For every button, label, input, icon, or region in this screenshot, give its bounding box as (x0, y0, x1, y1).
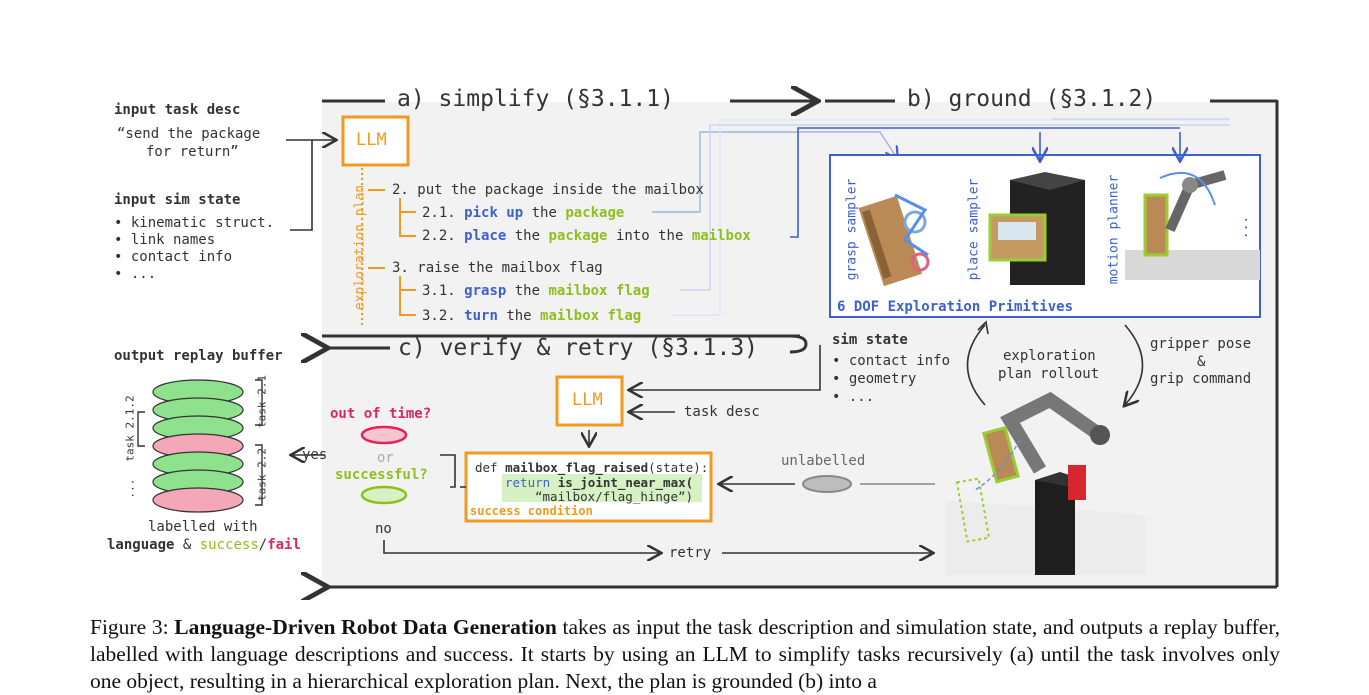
unlabelled-label: unlabelled (781, 453, 866, 469)
rollout-right-2: & (1197, 354, 1206, 370)
section-a-title: a) simplify (§3.1.1) (397, 86, 674, 112)
input-sim-item: • ... (114, 266, 157, 282)
rollout-sim-item: • geometry (832, 371, 917, 387)
caption-line-1: takes as input the task description and … (562, 615, 1144, 639)
rollout-right-1: gripper pose (1150, 336, 1252, 352)
successful-label: successful? (335, 467, 428, 483)
figure-graphics (137, 0, 1279, 600)
plan-step-3: 3. raise the mailbox flag (392, 260, 603, 276)
or-label: or (377, 450, 394, 466)
place-illustration (988, 172, 1085, 285)
successful-ellipse (360, 485, 408, 505)
figure-caption: Figure 3: Language-Driven Robot Data Gen… (90, 614, 1280, 695)
plan-step-3-1: 3.1. grasp the mailbox flag (422, 283, 650, 299)
buffer-task-2-2: task 2.2 (255, 448, 269, 501)
yes-label: yes (302, 447, 328, 463)
input-sim-heading: input sim state (114, 192, 241, 208)
primitives-title: 6 DOF Exploration Primitives (837, 299, 1074, 315)
unlabelled-ellipse (802, 475, 852, 493)
plan-step-2-1: 2.1. pick up the package (422, 205, 625, 221)
section-c-title: c) verify & retry (§3.1.3) (398, 335, 759, 361)
rollout-sim-item: • ... (832, 389, 875, 405)
llm-box-top (341, 115, 410, 167)
plan-step-3-2: 3.2. turn the mailbox flag (422, 308, 642, 324)
buffer-labelled: labelled with (148, 519, 258, 535)
buffer-task-2-1: task 2.1 (255, 375, 269, 428)
robot-scene (945, 391, 1145, 575)
llm-label-bottom: LLM (572, 390, 603, 410)
rollout-center-2: plan rollout (998, 366, 1100, 382)
motion-planner-label: motion planner (1106, 174, 1122, 285)
section-b-title: b) ground (§3.1.2) (907, 86, 1157, 112)
input-task-heading: input task desc (114, 102, 241, 118)
caption-bold: Language-Driven Robot Data Generation (174, 615, 557, 639)
buffer-dots: ... (123, 478, 137, 499)
no-label: no (375, 521, 392, 537)
out-of-time-label: out of time? (330, 406, 432, 422)
input-task-text-2: for return” (146, 144, 239, 160)
caption-line-2: a replay buffer, labelled with language … (90, 615, 1280, 666)
input-sim-item: • contact info (114, 249, 233, 265)
buffer-task-2-1-2: task 2.1.2 (123, 395, 137, 462)
input-sim-item: • kinematic struct. (114, 215, 275, 231)
grasp-sampler-label: grasp sampler (844, 178, 860, 281)
figure: input task desc “send the package for re… (107, 0, 1279, 600)
buffer-legend: language & success/fail (107, 537, 301, 553)
out-of-time-ellipse (360, 425, 408, 445)
rollout-right-3: grip command (1150, 371, 1252, 387)
buffer-heading: output replay buffer (114, 348, 283, 364)
input-sim-item: • link names (114, 232, 216, 248)
rollout-sim-item: • contact info (832, 353, 951, 369)
rollout-center-1: exploration (1003, 348, 1096, 364)
llm-label-top: LLM (356, 130, 387, 150)
motion-illustration (1125, 170, 1260, 280)
llm-box-bottom (555, 375, 624, 427)
code-line-2: return is_joint_near_max( (505, 475, 694, 490)
place-sampler-label: place sampler (966, 178, 982, 281)
grasp-illustration (858, 193, 930, 287)
primitives-dots: ... (1236, 215, 1252, 240)
plan-step-2: 2. put the package inside the mailbox (392, 182, 704, 198)
task-desc-label: task desc (684, 404, 760, 420)
rollout-sim-heading: sim state (832, 332, 908, 348)
success-condition-label: success condition (470, 504, 593, 518)
exploration-plan-label: exploration plan (352, 184, 368, 311)
caption-label: Figure 3: (90, 615, 169, 639)
plan-step-2-2: 2.2. place the package into the mailbox (422, 228, 751, 244)
replay-buffer-stack (137, 379, 263, 513)
input-task-text-1: “send the package (117, 126, 261, 142)
retry-label: retry (669, 545, 712, 561)
code-line-3: “mailbox/flag_hinge”) (535, 489, 694, 504)
code-line-1: def mailbox_flag_raised(state): (475, 460, 709, 475)
